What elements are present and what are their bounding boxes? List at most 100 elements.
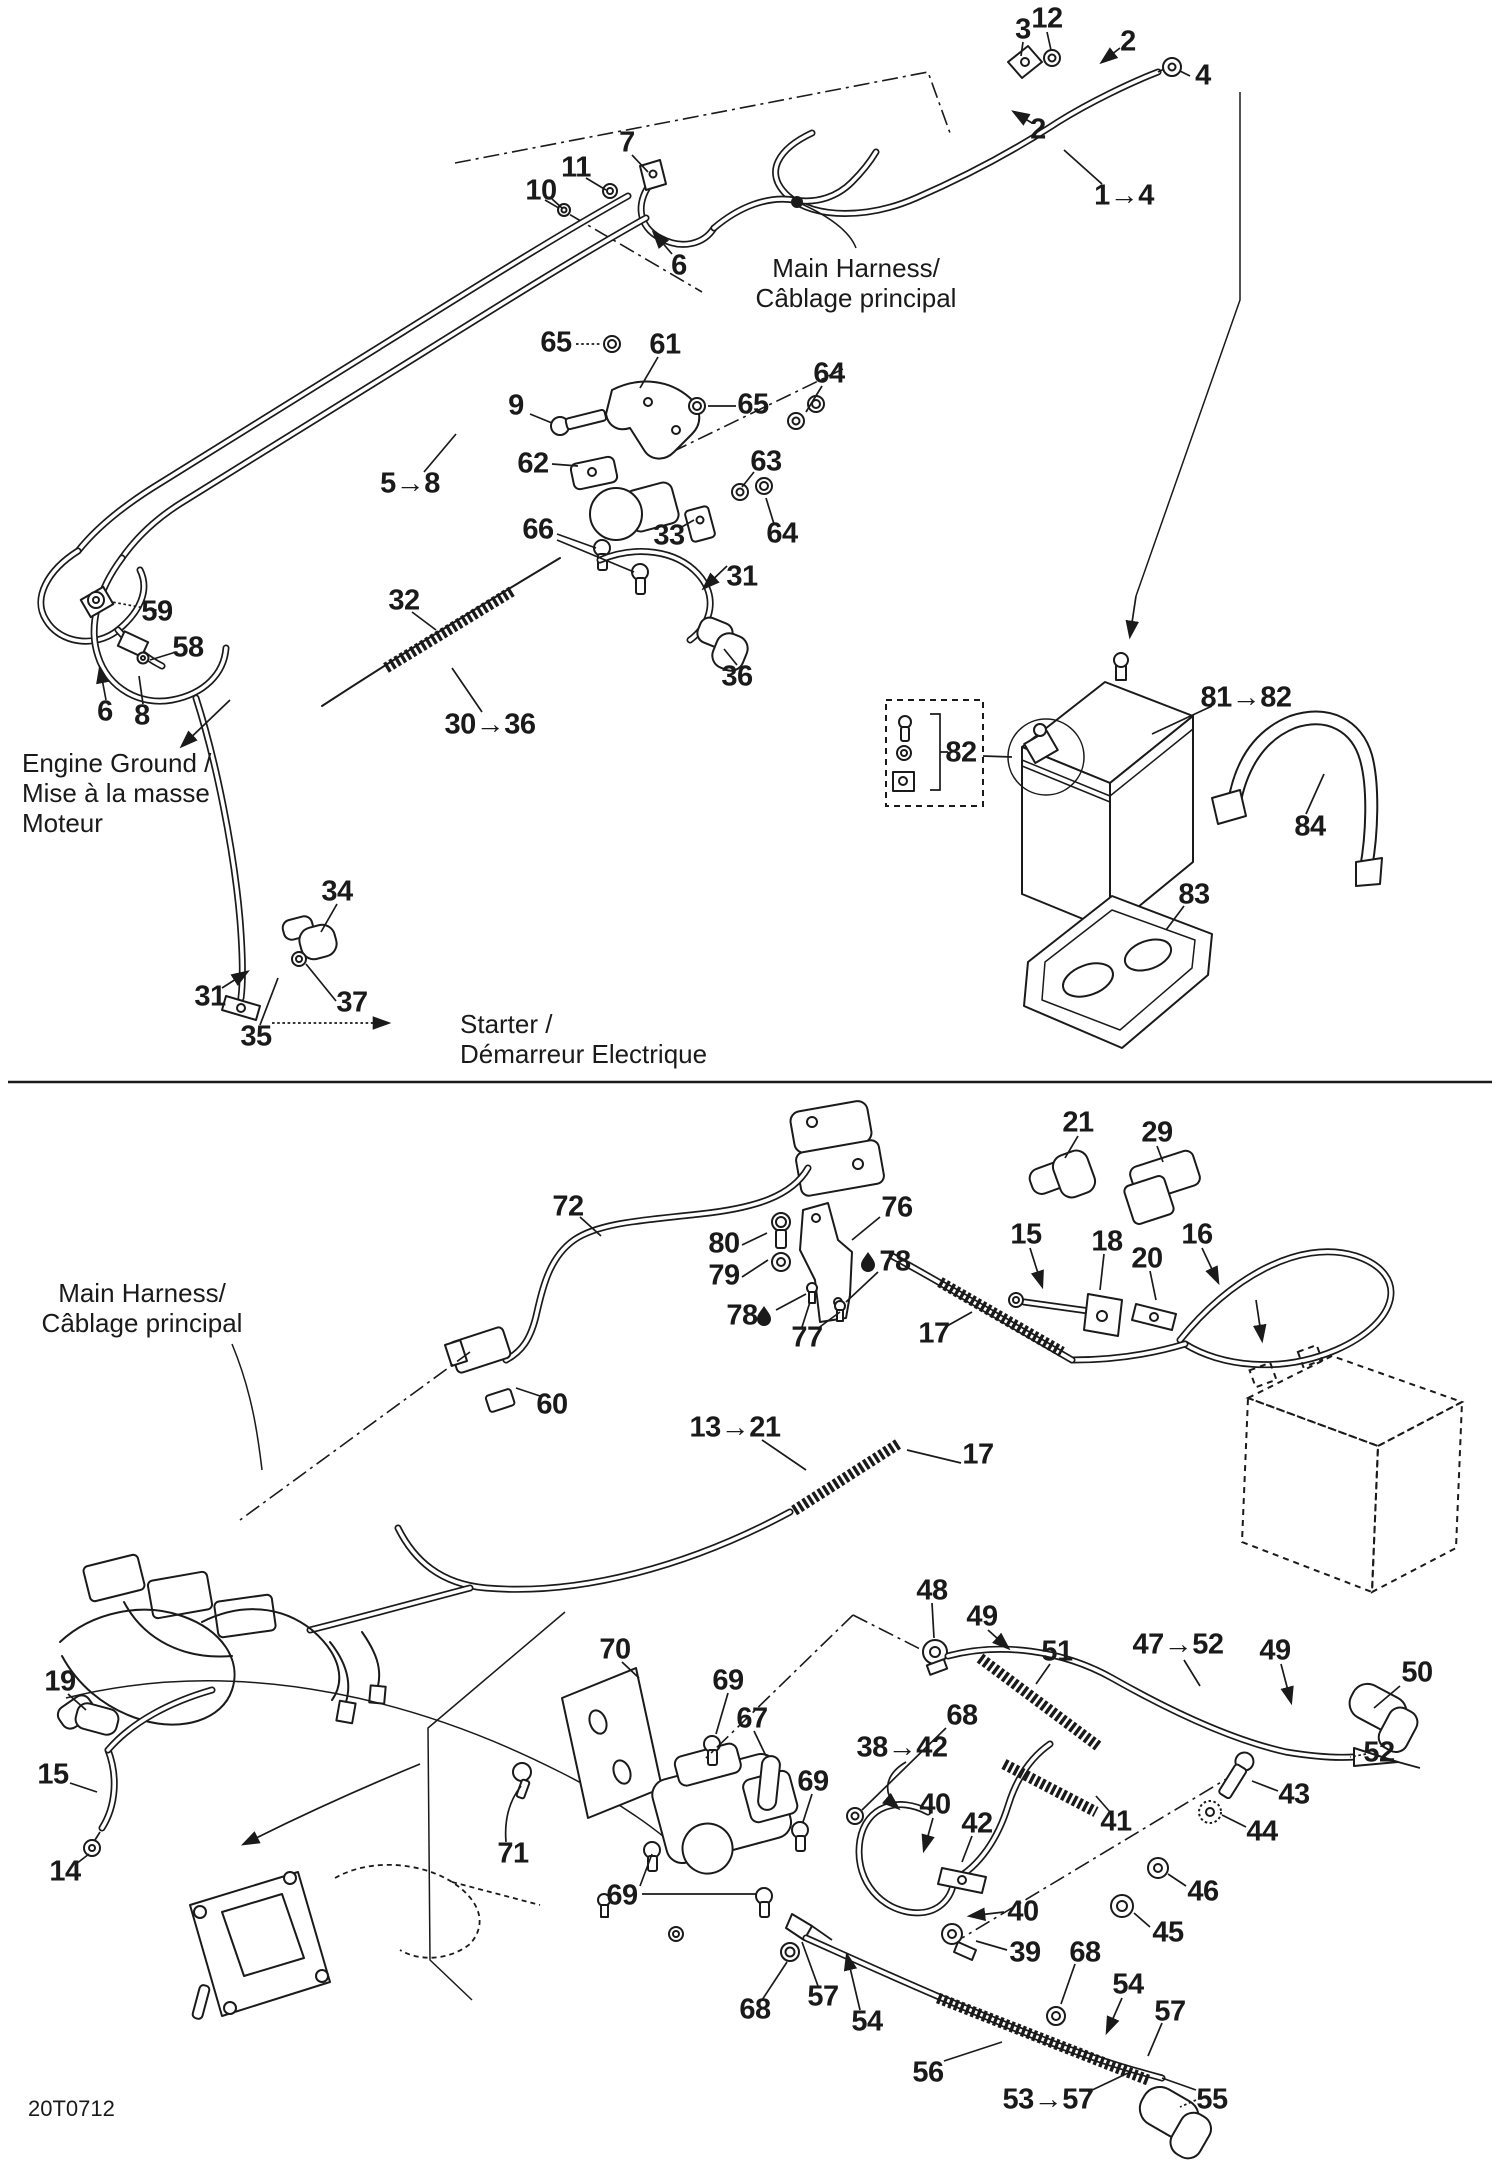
callout-80: 80 [708,1227,740,1260]
callout-52: 52 [1363,1736,1395,1769]
callout-64: 64 [813,357,845,390]
callout-31: 31 [726,560,758,593]
callout-6: 6 [671,249,687,282]
sensor19-cable-drawing [56,1690,212,1857]
callout-53-to-57: 53→57 [1002,2083,1094,2116]
callout-67: 67 [736,1702,768,1735]
callout-63: 63 [750,445,782,478]
cable16-drawing [892,1252,1391,1365]
callout-46: 46 [1187,1875,1219,1908]
callout-20: 20 [1131,1242,1163,1275]
callout-49: 49 [966,1600,998,1633]
callout-57: 57 [1154,1995,1186,2028]
callout-58: 58 [172,631,204,664]
callout-54: 54 [851,2005,883,2038]
callout-5-to-8: 5→8 [380,467,440,500]
callout-54: 54 [1112,1968,1144,2001]
main-harness-cluster-drawing [59,1343,693,1863]
callout-77: 77 [791,1321,823,1354]
callout-48: 48 [916,1574,948,1607]
cable31-boot36-drawing [600,552,749,672]
callout-43: 43 [1278,1778,1310,1811]
callout-15: 15 [1010,1218,1042,1251]
callout-4: 4 [1195,59,1211,92]
callout-2: 2 [1030,113,1046,146]
callout-17: 17 [918,1317,950,1350]
callout-6: 6 [97,695,113,728]
battery-cable-loop-drawing [846,1744,1099,1961]
callout-56: 56 [912,2056,944,2089]
cable47-52-drawing [922,1639,1421,1769]
callout-2: 2 [1120,25,1136,58]
callout-66: 66 [522,513,554,546]
battery-bottom-drawing [1240,1299,1465,1594]
callout-30-to-36: 30→36 [444,708,536,741]
callout-65: 65 [737,388,769,421]
callout-57: 57 [807,1980,839,2013]
callout-33: 33 [653,519,685,552]
top-leader-lines [96,31,1325,1030]
callout-36: 36 [721,660,753,693]
callout-15: 15 [37,1758,69,1791]
callout-83: 83 [1178,878,1210,911]
callout-47-to-52: 47→52 [1132,1628,1224,1661]
resonator-bracket-drawing [757,1100,885,1326]
bottom-leader-lines [67,1135,1401,2108]
main-harness-label-bottom: Main Harness/Câblage principal [41,1278,243,1339]
callout-1-to-4: 1→4 [1094,179,1154,212]
callout-9: 9 [508,389,524,422]
callout-18: 18 [1091,1225,1123,1258]
callout-21: 21 [1062,1106,1094,1139]
callout-8: 8 [134,699,150,732]
callout-68: 68 [1069,1936,1101,1969]
solenoid-bracket-drawing [550,335,825,595]
callout-45: 45 [1152,1916,1184,1949]
callout-31: 31 [194,980,226,1013]
callout-40: 40 [1007,1895,1039,1928]
loctite-droplet-icon [757,1306,771,1326]
callout-69: 69 [606,1879,638,1912]
cable72-connector60-drawing [239,1168,808,1521]
battery-tray-drawing [1023,895,1213,1049]
callout-11: 11 [561,151,591,184]
callout-72: 72 [552,1190,584,1223]
callout-76: 76 [881,1191,913,1224]
callout-51: 51 [1041,1635,1073,1668]
callout-62: 62 [517,447,549,480]
ecu-module-drawing [189,1611,566,2020]
boot29-drawing [1123,1149,1201,1225]
callout-68: 68 [739,1993,771,2026]
battery-hardware-kit-drawing [885,699,1013,807]
callout-42: 42 [961,1807,993,1840]
callout-38-to-42: 38→42 [856,1731,948,1764]
callout-50: 50 [1401,1656,1433,1689]
callout-69: 69 [797,1765,829,1798]
ground-strap-drawing [557,152,876,249]
callout-49: 49 [1259,1634,1291,1667]
engine-ground-hardware-drawing [79,585,150,665]
top-section-art [41,31,1383,1049]
battery-drawing [1007,652,1194,931]
battery-cable-top-drawing [776,45,1241,640]
callout-44: 44 [1246,1815,1278,1848]
callout-84: 84 [1294,810,1326,843]
callout-78: 78 [726,1299,758,1332]
starter-ref-label: Starter /Démarreur Electrique [460,1009,708,1070]
callout-55: 55 [1196,2083,1228,2116]
callout-82: 82 [945,736,977,769]
callout-39: 39 [1009,1936,1041,1969]
callout-61: 61 [649,328,681,361]
callout-19: 19 [44,1665,76,1698]
callout-10: 10 [525,174,557,207]
battery-strap-drawing [1211,710,1383,887]
fastener-stack-drawing [961,1751,1255,2026]
callout-64: 64 [766,517,798,550]
callout-14: 14 [49,1855,81,1888]
callout-29: 29 [1141,1116,1173,1149]
main-cable-run-drawing [41,196,646,998]
main-harness-label-top: Main Harness/Câblage principal [755,253,957,314]
callout-3: 3 [1015,13,1031,46]
callout-81-to-82: 81→82 [1200,681,1292,714]
